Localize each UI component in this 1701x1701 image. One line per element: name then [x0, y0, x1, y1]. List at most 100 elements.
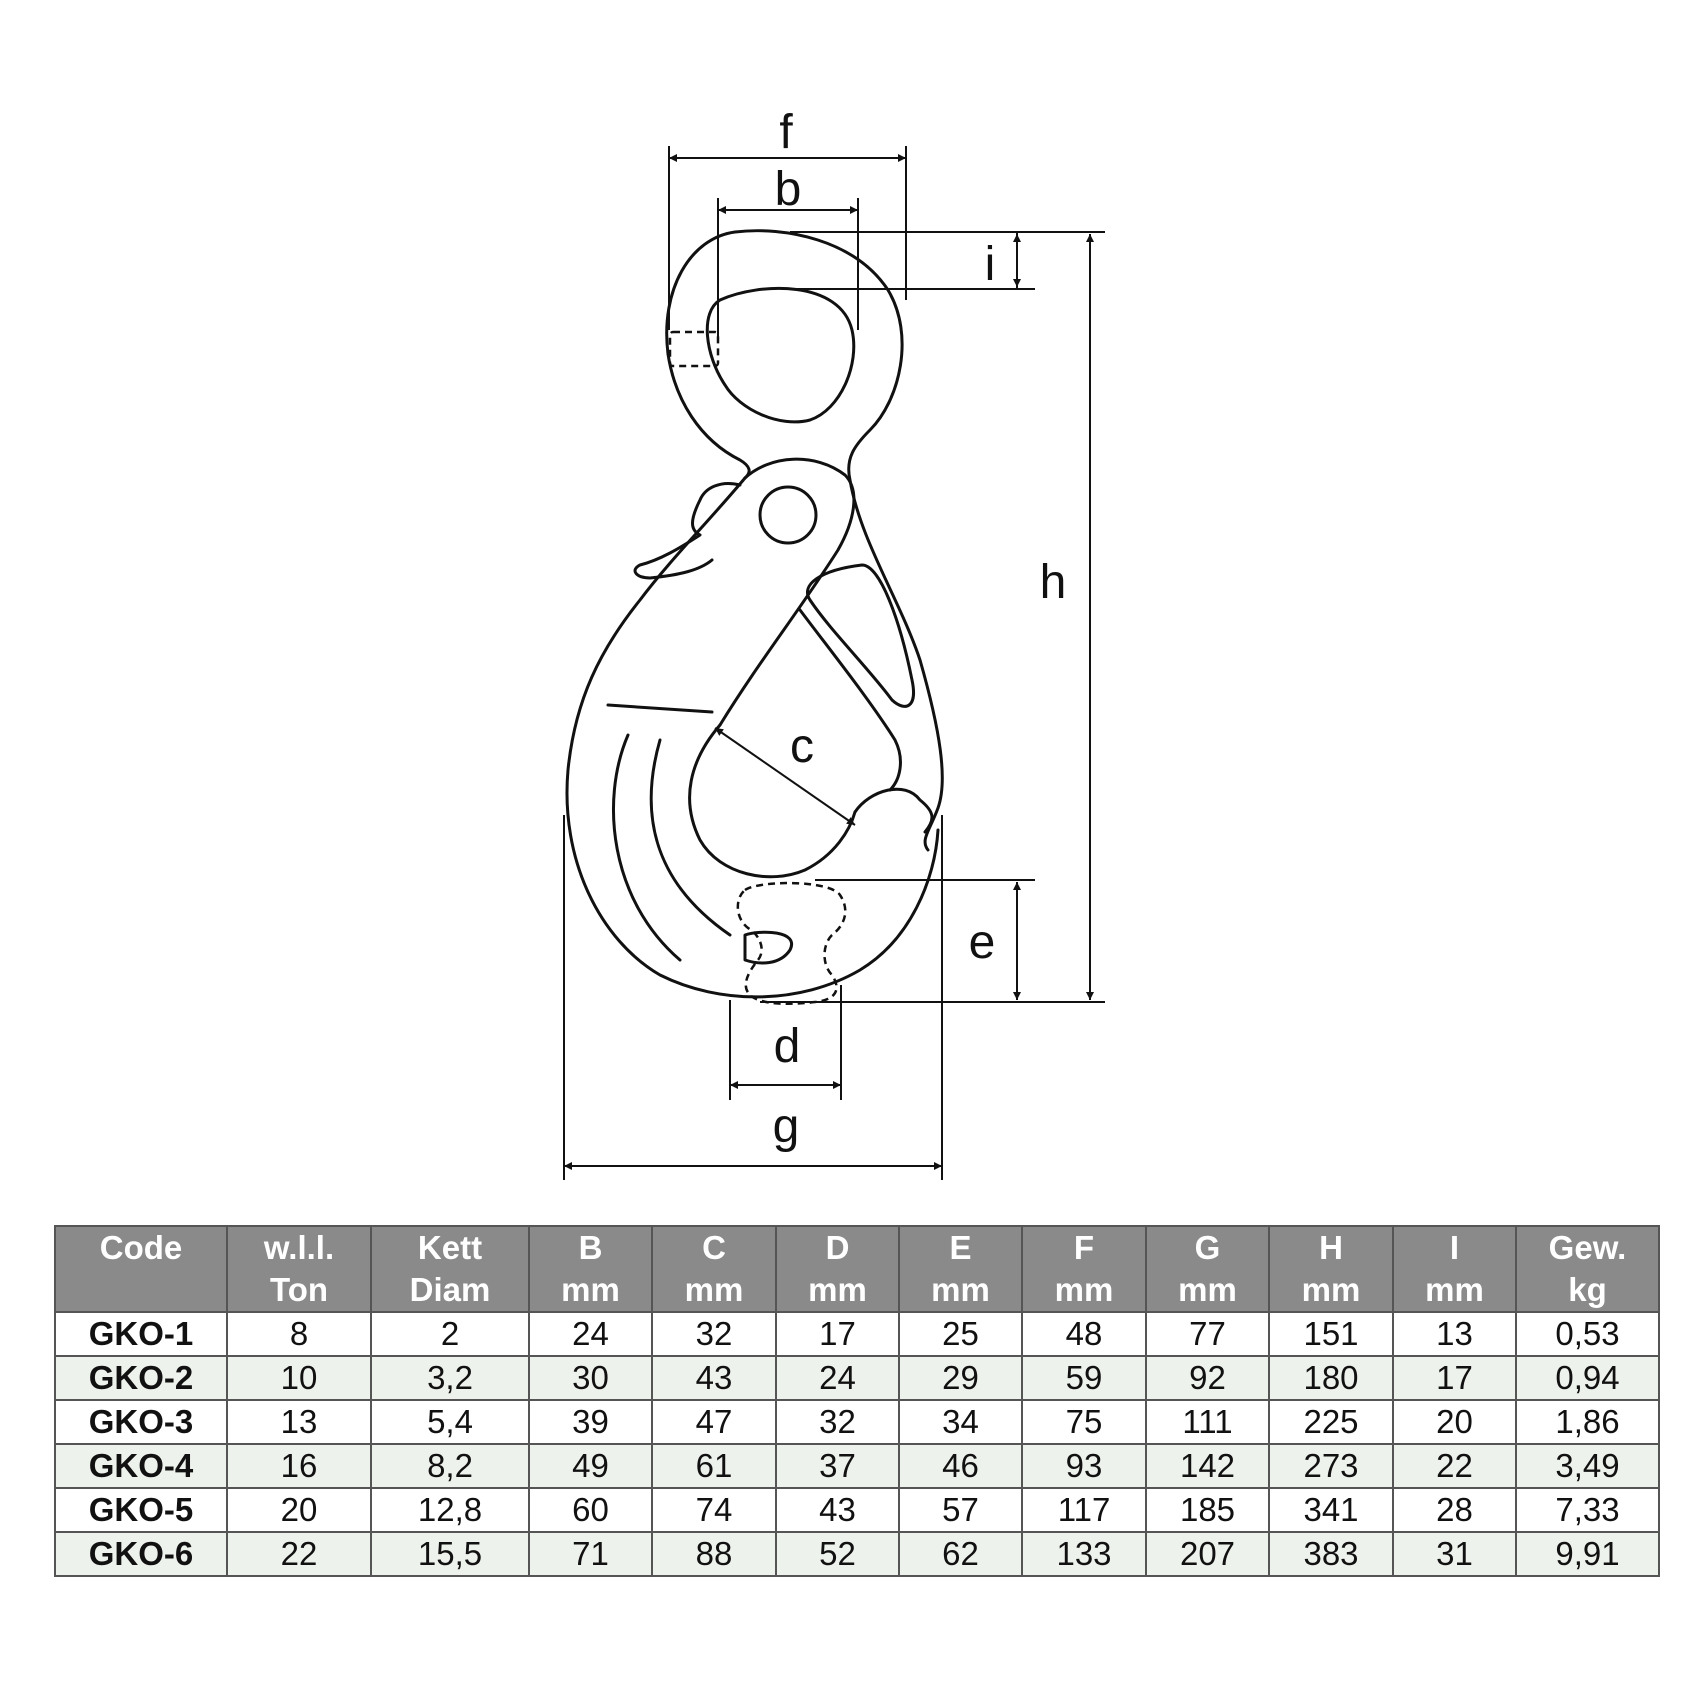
column-header-line2: Ton: [269, 1271, 329, 1308]
table-cell: 185: [1145, 1487, 1270, 1533]
table-cell: 92: [1145, 1355, 1270, 1401]
table-cell: 28: [1392, 1487, 1517, 1533]
table-cell: 31: [1392, 1531, 1517, 1577]
column-header-line2: mm: [1301, 1271, 1361, 1308]
column-header-line1: Kett: [417, 1229, 483, 1266]
code-cell: GKO-2: [54, 1355, 228, 1401]
column-header-line1: G: [1194, 1229, 1221, 1266]
column-header-line2: mm: [561, 1271, 620, 1308]
column-header-line2: mm: [1425, 1271, 1484, 1308]
table-cell: 13: [1392, 1311, 1517, 1357]
table-cell: 3,2: [370, 1355, 530, 1401]
dim-label-i: i: [985, 238, 996, 291]
column-header-line2: mm: [1054, 1271, 1114, 1308]
table-cell: 74: [651, 1487, 777, 1533]
column-header-line2: Diam: [409, 1271, 491, 1308]
table-cell: 0,53: [1515, 1311, 1660, 1357]
table-cell: 30: [528, 1355, 653, 1401]
code-cell: GKO-4: [54, 1443, 228, 1489]
table-cell: 43: [651, 1355, 777, 1401]
table-cell: 22: [226, 1531, 372, 1577]
table-cell: 341: [1268, 1487, 1394, 1533]
table-cell: 88: [651, 1531, 777, 1577]
table-cell: 32: [775, 1399, 900, 1445]
table-cell: 15,5: [370, 1531, 530, 1577]
table-cell: 20: [1392, 1399, 1517, 1445]
table-cell: 17: [1392, 1355, 1517, 1401]
table-cell: 8: [226, 1311, 372, 1357]
column-header: Code: [54, 1225, 228, 1313]
table-cell: 32: [651, 1311, 777, 1357]
column-header: Gew.kg: [1515, 1225, 1660, 1313]
dim-label-b: b: [775, 163, 802, 216]
table-cell: 46: [898, 1443, 1023, 1489]
table-cell: 151: [1268, 1311, 1394, 1357]
dimension-arrows: [564, 154, 1094, 1170]
table-cell: 180: [1268, 1355, 1394, 1401]
column-header-line2: mm: [808, 1271, 867, 1308]
dim-label-g: g: [773, 1100, 800, 1153]
self-locking-hook-drawing: [565, 229, 944, 1005]
table-cell: 8,2: [370, 1443, 530, 1489]
dim-c-arrow: [714, 727, 856, 826]
hook-dimension-diagram: f b i h c e d g: [563, 106, 1105, 1180]
column-header-line2: kg: [1568, 1271, 1607, 1308]
table-cell: 34: [898, 1399, 1023, 1445]
table-cell: 39: [528, 1399, 653, 1445]
table-cell: 71: [528, 1531, 653, 1577]
dim-label-d: d: [774, 1020, 801, 1073]
dim-label-f: f: [779, 106, 793, 159]
column-header: w.l.l. Ton: [226, 1225, 372, 1313]
table-cell: 111: [1145, 1399, 1270, 1445]
column-header-line1: w.l.l.: [263, 1229, 335, 1266]
table-cell: 383: [1268, 1531, 1394, 1577]
table-cell: 52: [775, 1531, 900, 1577]
table-cell: 225: [1268, 1399, 1394, 1445]
column-header-line2: mm: [931, 1271, 990, 1308]
table-cell: 48: [1021, 1311, 1147, 1357]
table-cell: 77: [1145, 1311, 1270, 1357]
table-cell: 24: [775, 1355, 900, 1401]
table-cell: 59: [1021, 1355, 1147, 1401]
table-cell: 25: [898, 1311, 1023, 1357]
table-cell: 117: [1021, 1487, 1147, 1533]
code-cell: GKO-1: [54, 1311, 228, 1357]
table-cell: 16: [226, 1443, 372, 1489]
table-cell: 93: [1021, 1443, 1147, 1489]
table-cell: 75: [1021, 1399, 1147, 1445]
table-cell: 0,94: [1515, 1355, 1660, 1401]
table-cell: 13: [226, 1399, 372, 1445]
column-header-line2: mm: [684, 1271, 744, 1308]
column-header-line1: D: [825, 1229, 850, 1266]
column-header-line1: I: [1449, 1229, 1460, 1266]
table-cell: 9,91: [1515, 1531, 1660, 1577]
table-cell: 49: [528, 1443, 653, 1489]
dim-label-e: e: [969, 916, 996, 969]
table-cell: 12,8: [370, 1487, 530, 1533]
column-header-line1: F: [1073, 1229, 1095, 1266]
table-cell: 2: [370, 1311, 530, 1357]
extension-lines: [563, 146, 1105, 1180]
table-cell: 57: [898, 1487, 1023, 1533]
table-cell: 43: [775, 1487, 900, 1533]
column-header-line2: mm: [1178, 1271, 1237, 1308]
code-cell: GKO-6: [54, 1531, 228, 1577]
dim-label-h: h: [1040, 556, 1067, 609]
table-cell: 60: [528, 1487, 653, 1533]
